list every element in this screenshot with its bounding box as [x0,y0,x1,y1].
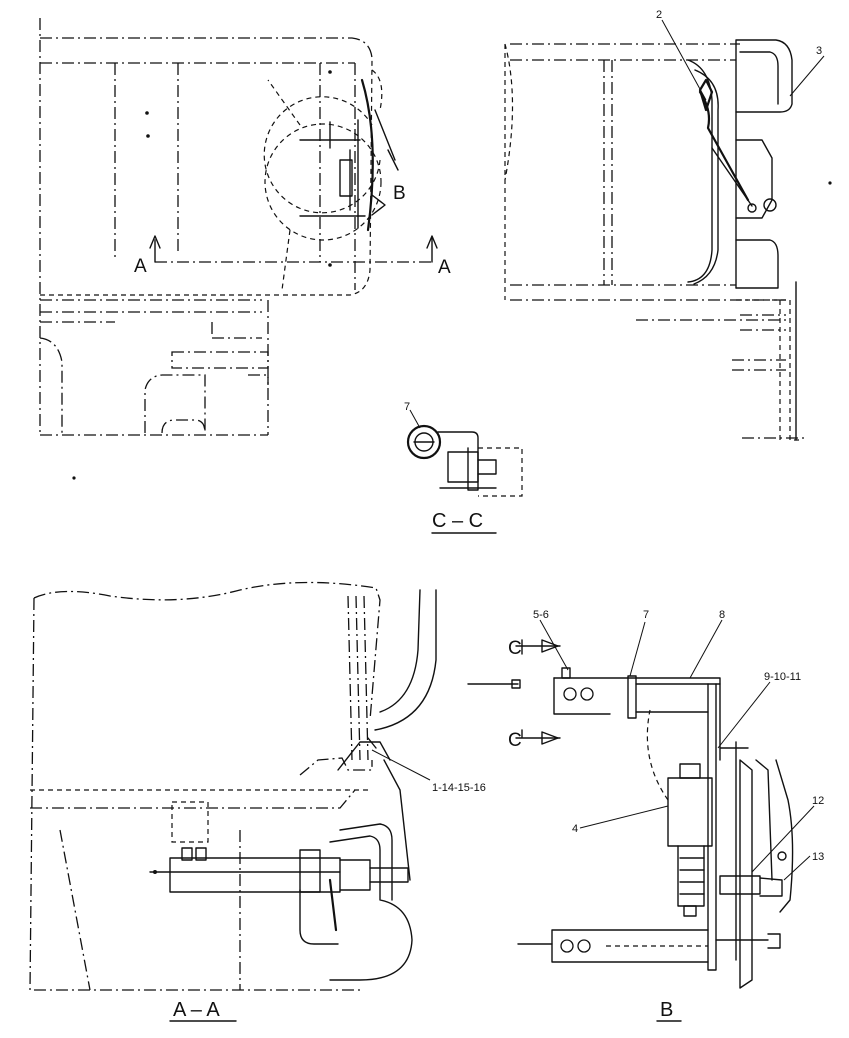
callout-8: 8 [719,609,725,621]
callout-3: 3 [816,45,822,57]
detail-b-view [467,639,794,989]
callout-4: 4 [572,823,578,835]
callout-2: 2 [656,9,662,21]
section-marker-c-lower: C [508,730,522,751]
callout-12: 12 [812,795,824,807]
leader-lines [371,19,825,881]
top-right-cab-view [504,39,832,441]
section-marker-a-left: A [134,256,147,277]
callout-7-b: 7 [643,609,649,621]
section-cc-view [406,424,523,497]
section-title-cc: C – C [432,510,483,532]
section-title-b: B [660,999,673,1021]
detail-marker-b: B [393,183,406,204]
callout-7-cc: 7 [404,401,410,413]
section-aa-view [29,581,437,991]
section-title-aa: A – A [173,999,220,1021]
callout-13: 13 [812,851,824,863]
section-marker-a-right: A [438,257,451,278]
top-left-cab-view [39,18,438,480]
callout-1-14-15-16: 1-14-15-16 [432,782,486,794]
callout-5-6: 5-6 [533,609,549,621]
section-marker-c-upper: C [508,638,522,659]
callout-9-10-11: 9-10-11 [764,671,801,683]
